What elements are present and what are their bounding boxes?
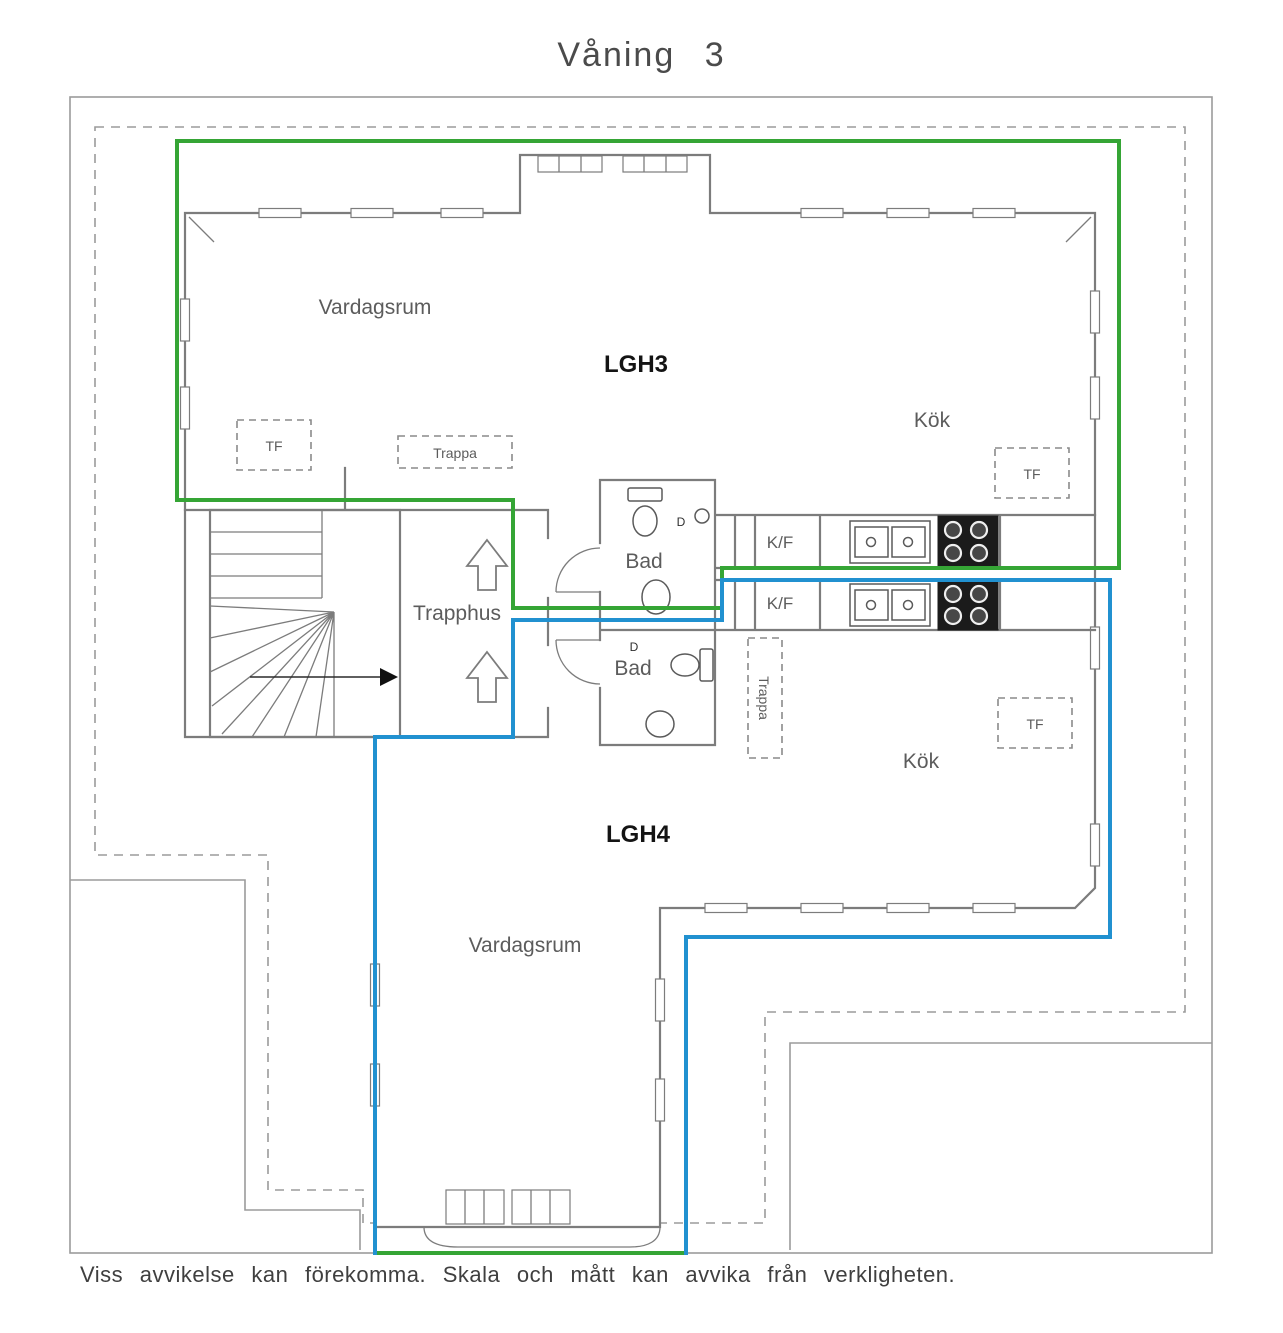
- bathroom-lgh3-fixtures: [627, 487, 710, 615]
- toilet-bowl-icon: [670, 653, 700, 677]
- entry-arrow-lgh3-icon: [465, 538, 509, 591]
- fridge-label-lgh3: K/F: [767, 533, 793, 552]
- site-boundary-dashed: [94, 126, 1186, 1224]
- bay-window-bottom: [423, 1189, 661, 1248]
- trappa-label-lgh4: Trappa: [756, 676, 772, 720]
- lgh3-boundary-outline: [175, 139, 1121, 610]
- disclaimer-text: Viss avvikelse kan förekomma. Skala och …: [80, 1262, 956, 1287]
- corner-marks: [188, 216, 1092, 243]
- room-label-bad-lgh4: Bad: [614, 657, 651, 680]
- stair-enclosure: [208, 508, 402, 739]
- door-label-lgh4: D: [630, 640, 639, 654]
- toilet-bowl-icon: [632, 505, 658, 537]
- toilet-tank-icon: [699, 648, 714, 682]
- trappa-label-lgh3: Trappa: [433, 445, 477, 461]
- stair-treads: [209, 510, 335, 738]
- lgh4-boundary-outline: [373, 578, 1112, 1255]
- door-label-lgh3: D: [677, 515, 686, 529]
- tf-box-lgh3-left: [236, 419, 312, 471]
- apartment-label-lgh4: LGH4: [606, 821, 671, 848]
- tf-label-lgh4: TF: [1026, 716, 1043, 732]
- site-step-right: [789, 1042, 1212, 1250]
- room-label-vardagsrum-lgh3: Vardagsrum: [319, 296, 432, 319]
- trappa-box-lgh4: [747, 637, 783, 759]
- tf-label-lgh3-right: TF: [1023, 466, 1040, 482]
- page-title: Våning 3: [557, 36, 726, 74]
- entry-arrow-lgh4-icon: [465, 650, 509, 703]
- kitchen-lgh4-fixtures: [849, 579, 999, 631]
- room-label-kok-lgh4: Kök: [903, 750, 940, 773]
- stairs: [208, 508, 402, 739]
- kitchen-lgh3-fixtures: [849, 515, 999, 568]
- site-step-left: [70, 879, 361, 1250]
- toilet-tank-icon: [627, 487, 663, 502]
- bathroom-lgh4-fixtures: [645, 648, 714, 738]
- fridge-label-lgh4: K/F: [767, 594, 793, 613]
- bathroom-door-arcs: [555, 547, 601, 685]
- shower-icon: [694, 508, 710, 524]
- sink-icon: [645, 710, 675, 738]
- tf-box-lgh4: [997, 697, 1073, 749]
- apartment-label-lgh3: LGH3: [604, 351, 668, 378]
- stair-direction-arrow-icon: [380, 668, 398, 686]
- room-label-kok-lgh3: Kök: [914, 409, 951, 432]
- room-label-bad-lgh3: Bad: [625, 550, 662, 573]
- bay-window-top: [537, 155, 688, 173]
- trappa-box-lgh3: [397, 435, 513, 469]
- room-label-trapphus: Trapphus: [413, 602, 501, 625]
- room-label-vardagsrum-lgh4: Vardagsrum: [469, 934, 582, 957]
- tf-box-lgh3-right: [994, 447, 1070, 499]
- sink-icon: [641, 579, 671, 615]
- tf-label-lgh3-left: TF: [265, 438, 282, 454]
